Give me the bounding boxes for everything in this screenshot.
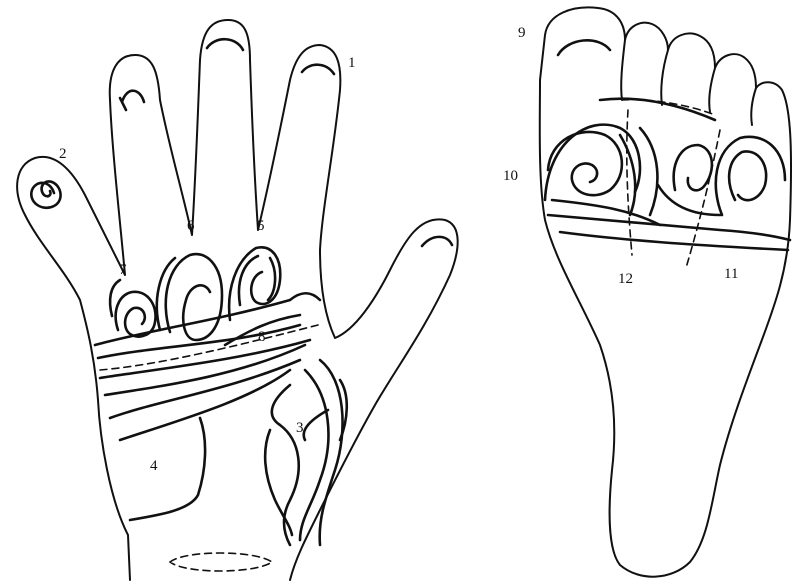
palm-crease-7: [290, 293, 320, 300]
ball-loop-11b: [729, 151, 766, 200]
ball-loop-11c: [716, 137, 785, 215]
dashed-line-top: [622, 100, 715, 115]
label-1: 1: [348, 55, 356, 71]
ball-whorl-10: [548, 132, 622, 195]
ball-loop-12: [620, 128, 657, 215]
interdigital-loop-5b: [239, 256, 275, 305]
thumb-nail-mark: [422, 237, 452, 246]
ball-ridge-4: [658, 185, 720, 215]
middle-nail-mark: [207, 39, 243, 50]
toe-line-4: [751, 88, 756, 125]
foot-figure: [540, 7, 791, 576]
toe-line-1: [621, 40, 625, 100]
toe-line-3: [709, 68, 715, 112]
ball-whorl-10-outer: [545, 125, 640, 200]
label-3: 3: [296, 420, 304, 436]
palm-crease-3: [100, 340, 310, 378]
little-finger-whorl: [31, 181, 60, 207]
thenar-ridge-5: [304, 410, 328, 440]
labels: 1 2 3 4 5 6 7 8 9 10 11 12: [59, 25, 738, 474]
dashed-line-11: [686, 130, 720, 268]
label-8: 8: [258, 329, 266, 345]
label-5: 5: [257, 218, 265, 234]
palm-crease-6: [120, 370, 290, 440]
toe-line-2: [661, 50, 668, 105]
label-4: 4: [150, 458, 158, 474]
thenar-ridge-1: [320, 360, 343, 545]
interdigital-loop-7: [116, 292, 156, 337]
ring-nail-mark: [120, 91, 144, 110]
big-toe-nail-mark: [558, 40, 610, 55]
label-11: 11: [724, 266, 738, 282]
thenar-ridge-2: [300, 370, 328, 540]
ball-loop-11a: [674, 145, 712, 190]
label-7: 7: [119, 262, 127, 278]
dashed-wrist-oval: [170, 553, 272, 571]
ball-ridge-2: [560, 232, 788, 250]
thenar-ridge-4: [265, 430, 292, 535]
label-6: 6: [187, 218, 195, 234]
label-9: 9: [518, 25, 526, 41]
label-12: 12: [618, 271, 633, 287]
hand-outline: [17, 20, 458, 580]
index-nail-mark: [302, 65, 334, 74]
label-2: 2: [59, 146, 67, 162]
label-10: 10: [503, 168, 518, 184]
foot-outline: [540, 7, 791, 576]
hand-figure: [17, 20, 458, 580]
